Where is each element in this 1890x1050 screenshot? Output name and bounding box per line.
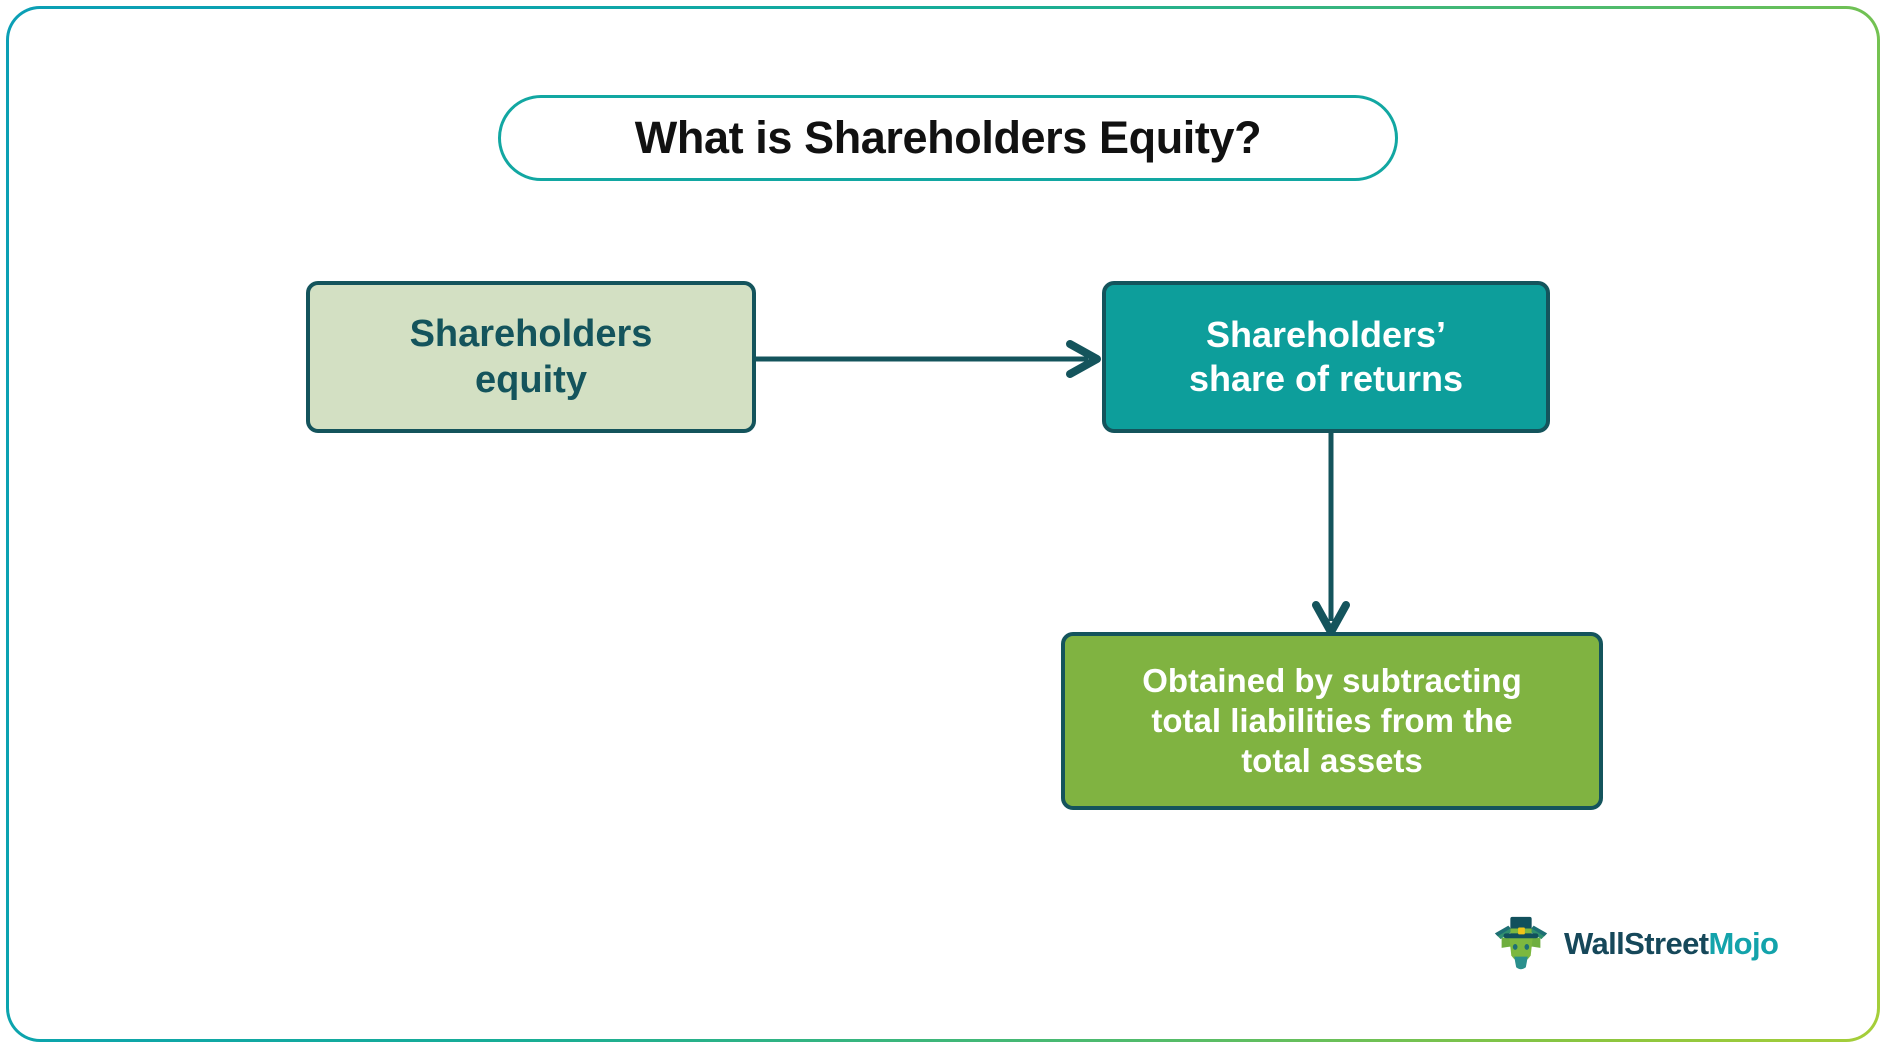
node-shareholders-share-of-returns-text: Shareholders’ share of returns bbox=[1189, 313, 1463, 401]
page-title-pill: What is Shareholders Equity? bbox=[498, 95, 1398, 181]
node-shareholders-equity-text: Shareholders equity bbox=[410, 311, 653, 404]
node-shareholders-share-of-returns: Shareholders’ share of returns bbox=[1102, 281, 1550, 433]
node-line: equity bbox=[475, 359, 587, 401]
node-shareholders-equity: Shareholders equity bbox=[306, 281, 756, 433]
logo-word-primary: WallStreet bbox=[1564, 926, 1709, 961]
node-obtained-by-subtracting: Obtained by subtracting total liabilitie… bbox=[1061, 632, 1603, 810]
page-title: What is Shareholders Equity? bbox=[634, 112, 1262, 163]
logo-word-secondary: Mojo bbox=[1708, 926, 1779, 961]
arrow-returns-to-obtained-icon bbox=[1312, 429, 1350, 636]
diagram-canvas: What is Shareholders Equity? Shareholder… bbox=[9, 9, 1877, 1039]
node-obtained-by-subtracting-text: Obtained by subtracting total liabilitie… bbox=[1142, 661, 1522, 782]
node-line: total assets bbox=[1241, 742, 1423, 780]
node-line: Shareholders bbox=[409, 312, 653, 355]
node-line: Obtained by subtracting bbox=[1142, 661, 1522, 699]
node-line: total liabilities from the bbox=[1151, 701, 1513, 739]
wallstreetmojo-logo: WallStreetMojo bbox=[1490, 907, 1810, 981]
gradient-frame: What is Shareholders Equity? Shareholder… bbox=[6, 6, 1880, 1042]
arrow-equity-to-returns-icon bbox=[754, 340, 1101, 378]
node-line: Shareholders’ bbox=[1205, 314, 1447, 356]
bull-with-top-hat-icon bbox=[1494, 916, 1548, 970]
node-line: share of returns bbox=[1188, 358, 1464, 399]
logo-wordmark: WallStreetMojo bbox=[1564, 926, 1779, 962]
